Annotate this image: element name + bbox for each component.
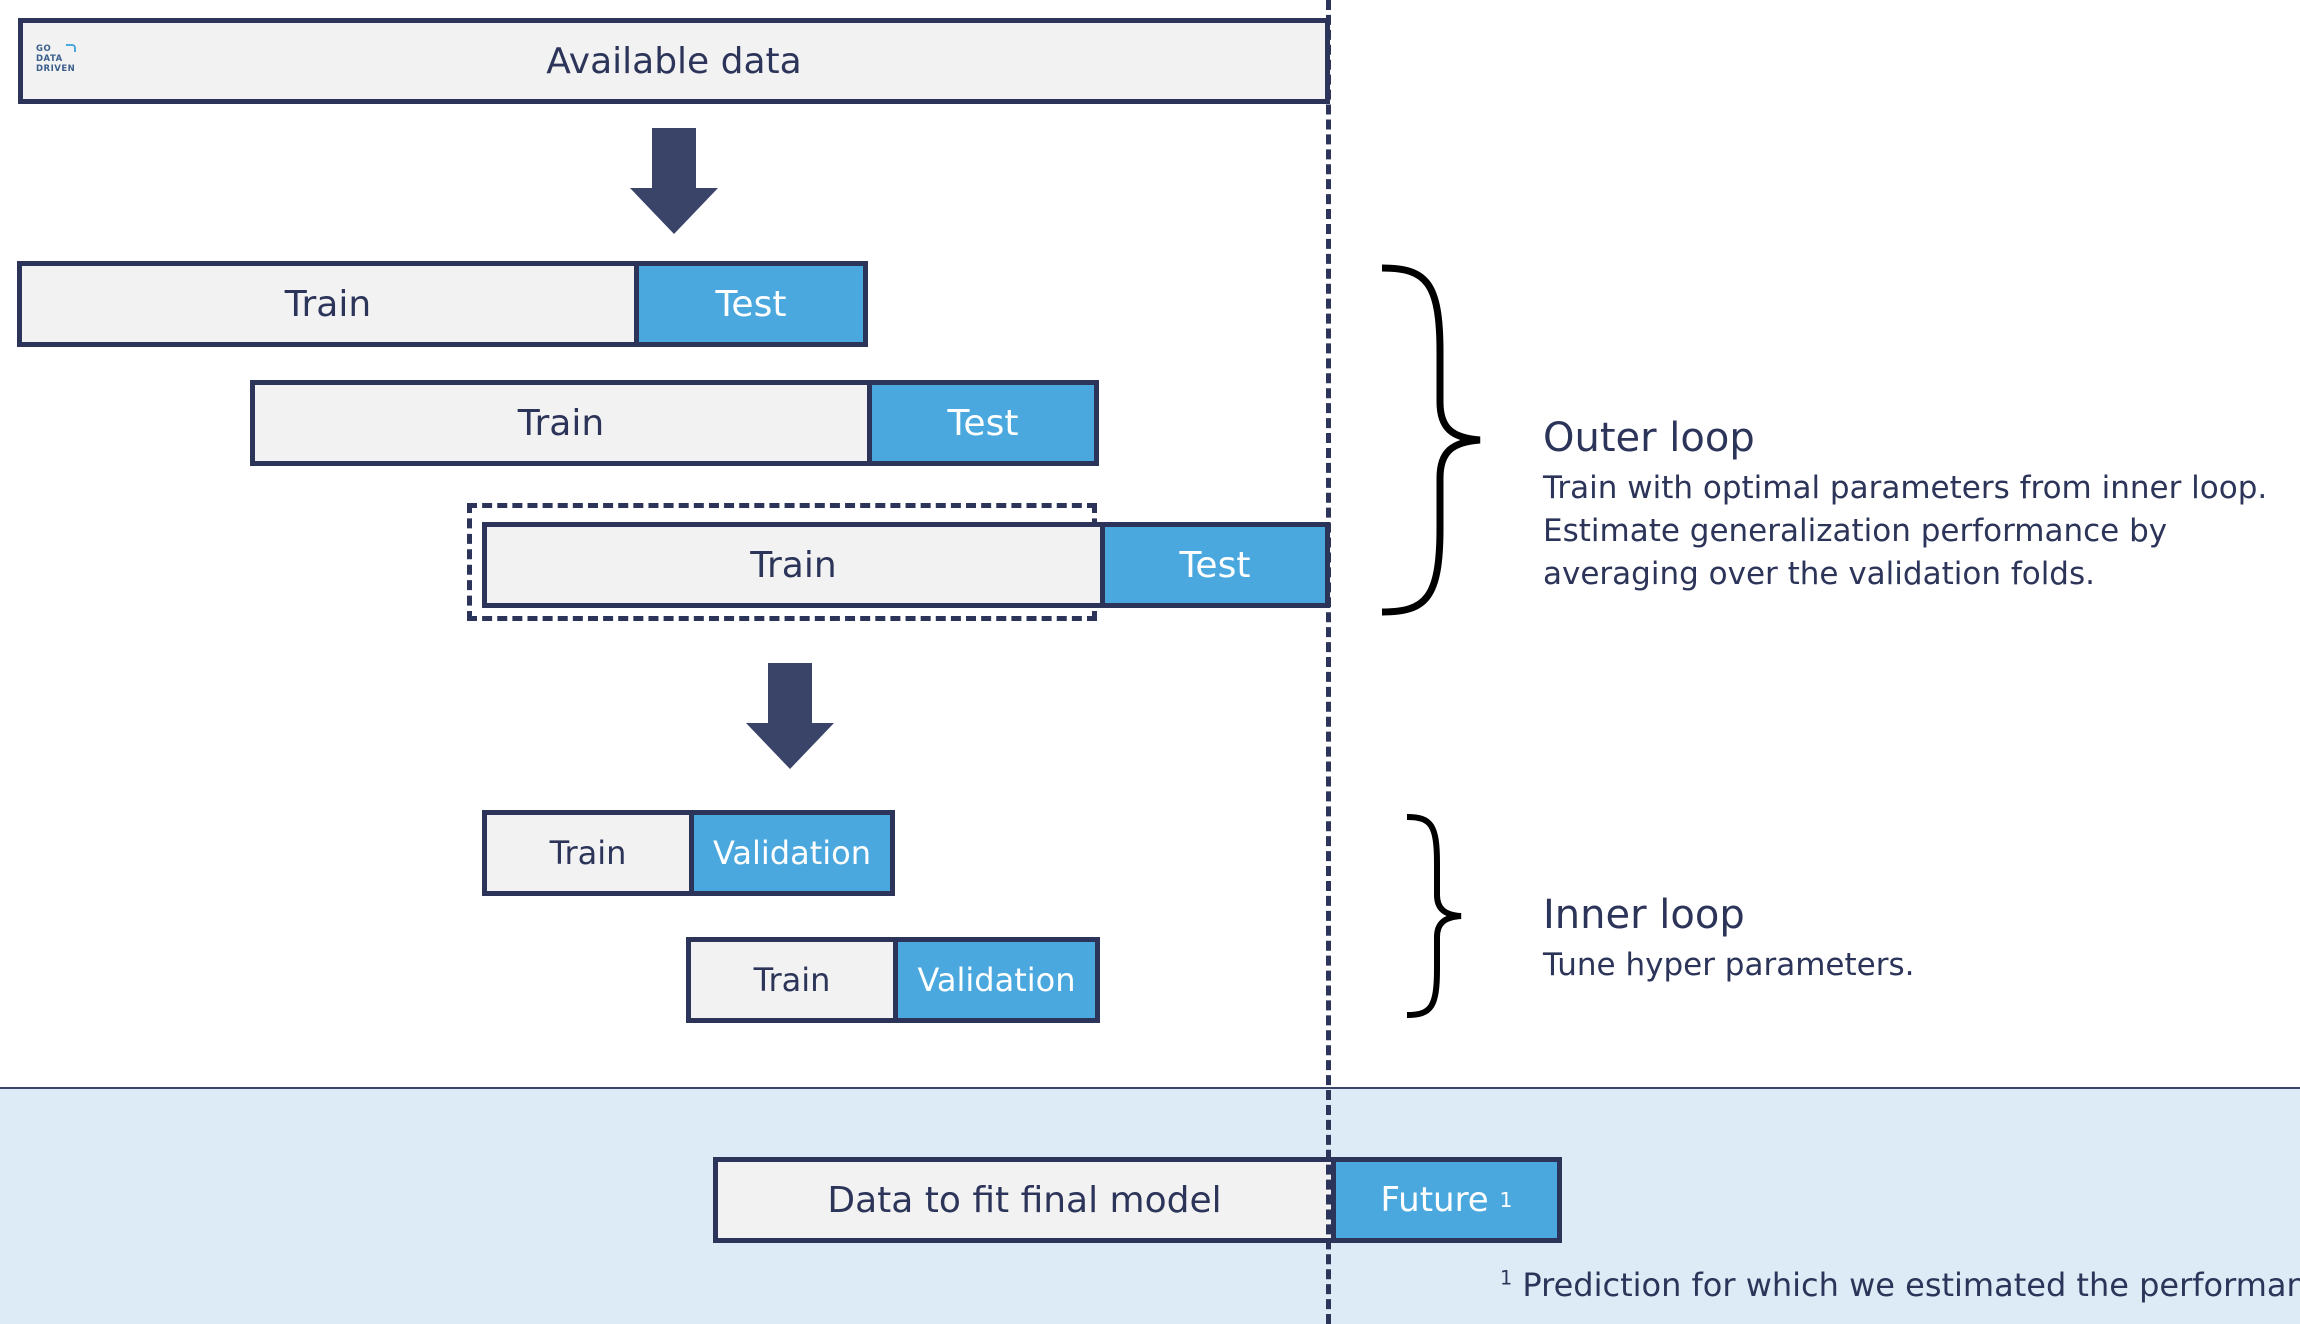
inner-fold-2-validation: Validation xyxy=(893,942,1095,1018)
future-label: Future xyxy=(1380,1180,1489,1220)
outer-fold-2: Train Test xyxy=(250,380,1099,466)
footnote-mark: 1 xyxy=(1500,1266,1513,1290)
outer-fold-2-train: Train xyxy=(255,385,867,461)
outer-loop-brace-icon xyxy=(1381,264,1481,616)
outer-fold-3-train: Train xyxy=(487,527,1100,603)
inner-fold-2: Train Validation xyxy=(686,937,1100,1023)
logo-line-1: GO xyxy=(36,44,52,54)
final-model-bar: Data to fit final model Future 1 xyxy=(713,1157,1562,1243)
arrow-down-icon xyxy=(746,663,834,769)
outer-fold-1-train: Train xyxy=(22,266,634,342)
final-fit-data: Data to fit final model xyxy=(718,1162,1331,1238)
logo-mark-icon xyxy=(66,44,76,52)
time-split-line xyxy=(1326,0,1331,1324)
inner-fold-1-train: Train xyxy=(487,815,689,891)
go-data-driven-logo-overlay: GO DATA DRIVEN xyxy=(36,44,84,78)
logo-line-3: DRIVEN xyxy=(36,64,76,74)
outer-fold-1: Train Test xyxy=(17,261,868,347)
inner-fold-2-train: Train xyxy=(691,942,893,1018)
future-superscript: 1 xyxy=(1499,1188,1513,1212)
logo-line-2: DATA xyxy=(36,54,63,64)
inner-fold-1: Train Validation xyxy=(482,810,895,896)
outer-loop-title: Outer loop xyxy=(1543,415,1755,461)
inner-fold-1-validation: Validation xyxy=(689,815,890,891)
available-data-bar: Available data xyxy=(18,18,1330,104)
outer-fold-2-test: Test xyxy=(867,385,1094,461)
inner-loop-brace-icon xyxy=(1406,814,1462,1018)
inner-loop-title: Inner loop xyxy=(1543,892,1745,938)
outer-loop-description: Train with optimal parameters from inner… xyxy=(1543,470,2268,592)
arrow-down-icon xyxy=(630,128,718,234)
inner-loop-description: Tune hyper parameters. xyxy=(1543,947,1915,983)
future-segment: Future 1 xyxy=(1331,1162,1557,1238)
outer-fold-3-test: Test xyxy=(1100,527,1325,603)
available-data-label: Available data xyxy=(23,23,1325,99)
footnote: 1 Prediction for which we estimated the … xyxy=(1500,1266,2300,1304)
outer-fold-3: Train Test xyxy=(482,522,1330,608)
outer-fold-1-test: Test xyxy=(634,266,863,342)
footnote-text: Prediction for which we estimated the pe… xyxy=(1522,1266,2300,1304)
